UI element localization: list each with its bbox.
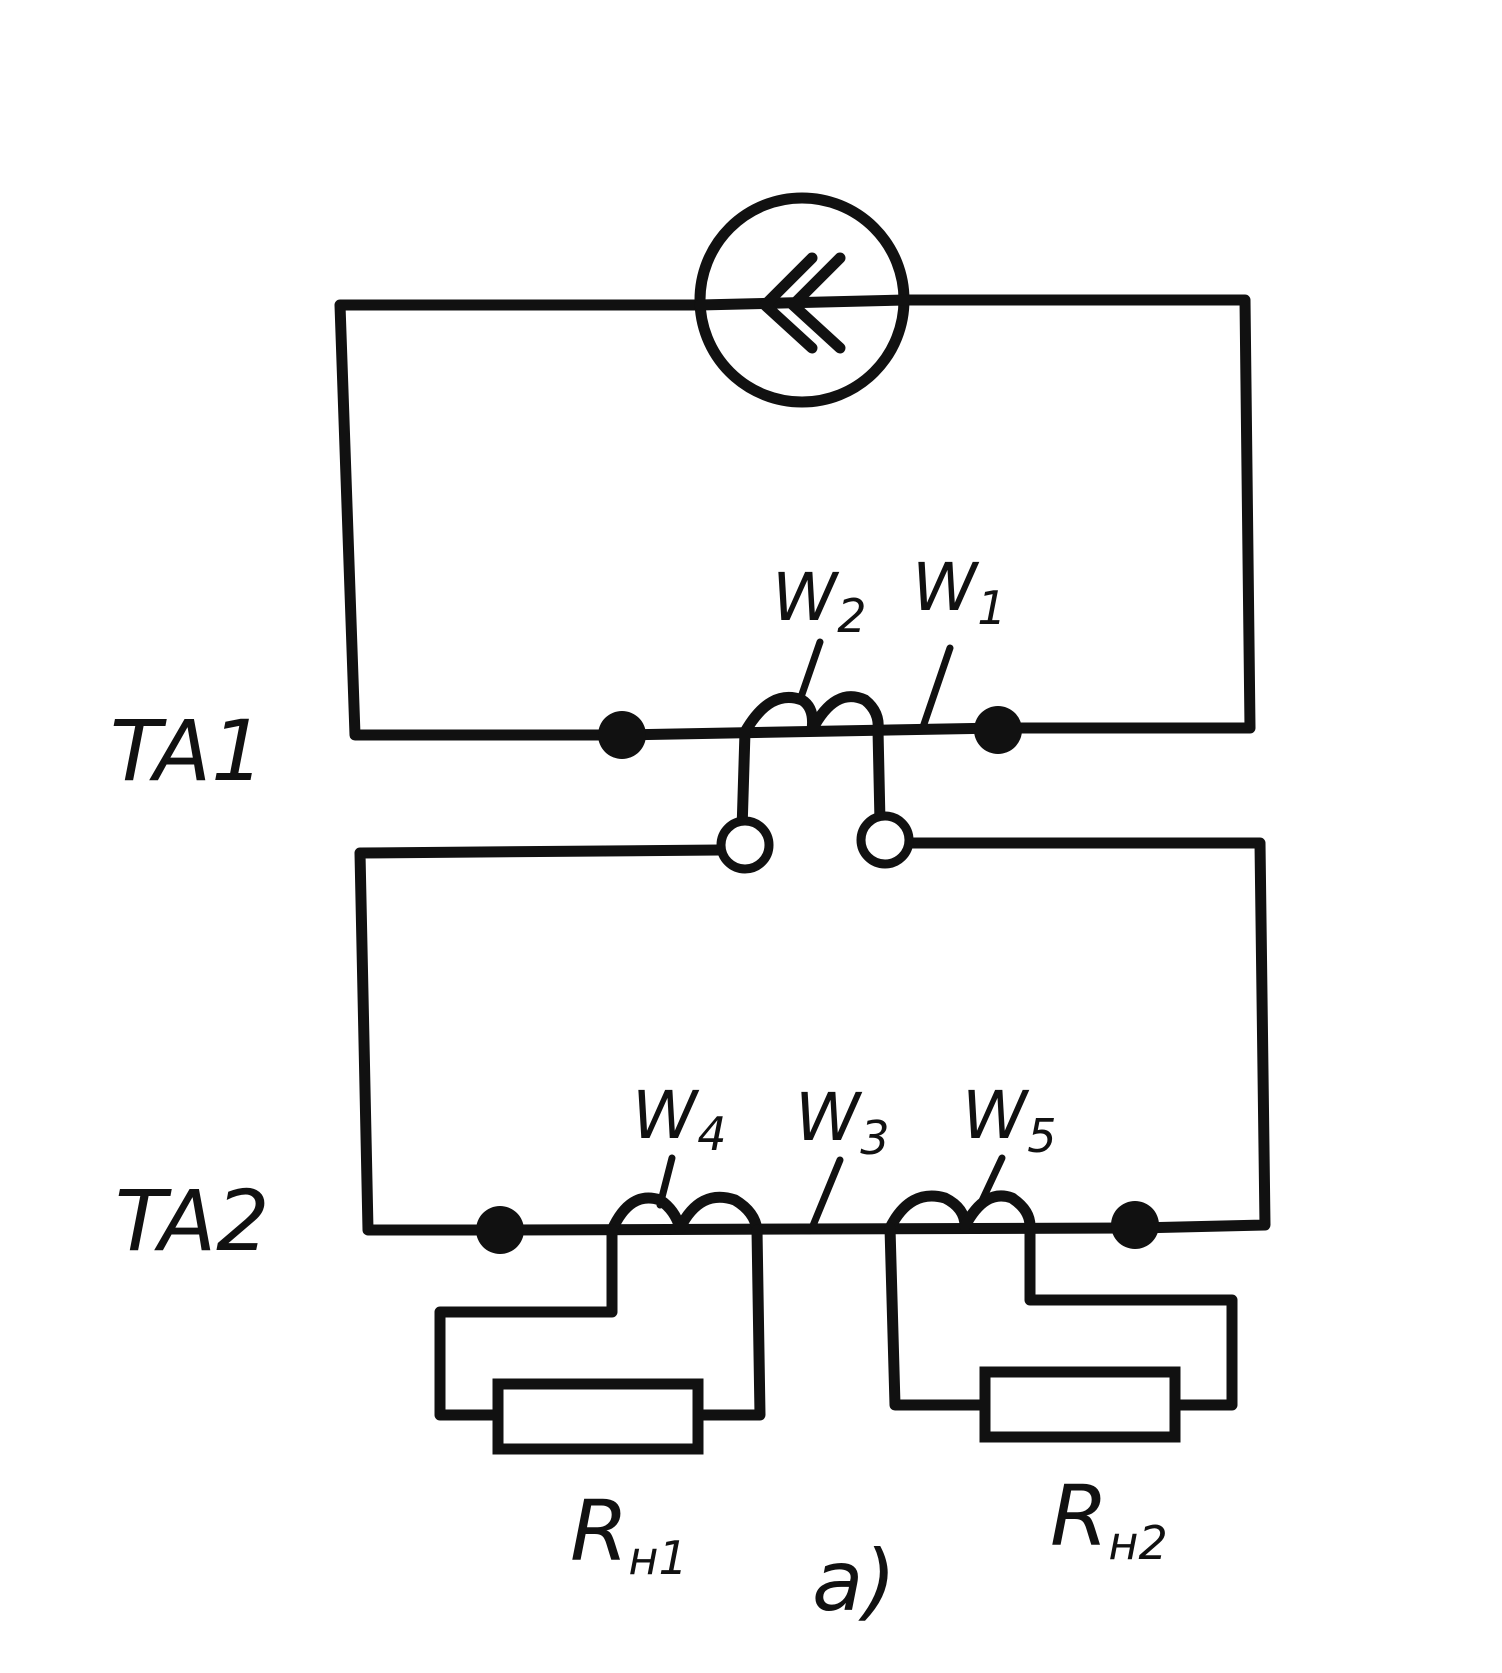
ta1-lead-left — [736, 726, 751, 836]
current-source-icon — [694, 192, 911, 408]
ta2-label: TA2 — [115, 1172, 270, 1270]
w5-winding — [884, 1190, 1036, 1234]
rh1-resistor — [492, 1378, 704, 1455]
secondary-wire-left — [354, 844, 726, 1236]
w2-leader — [796, 638, 824, 704]
w2-label: W2 — [772, 559, 867, 643]
rh2-resistor — [979, 1366, 1181, 1443]
caption-label: a) — [812, 1532, 896, 1630]
ta1-lead-right — [872, 724, 886, 828]
rh2-wire-return — [1024, 1220, 1238, 1411]
terminal-right — [856, 811, 914, 869]
w5-label: W5 — [962, 1077, 1057, 1163]
w3-leader — [808, 1156, 844, 1232]
w4-leader — [656, 1154, 676, 1209]
primary-wire-right — [899, 294, 1256, 734]
w3-label: W3 — [795, 1079, 890, 1165]
ta1-terminal-left-dot — [598, 711, 646, 759]
rh2-wire — [884, 1222, 991, 1411]
primary-loop — [334, 294, 1256, 741]
w5-leader — [976, 1154, 1006, 1209]
ta2-terminal-right-dot — [1111, 1201, 1159, 1249]
w4-label: W4 — [632, 1077, 727, 1161]
primary-wire-left — [334, 299, 706, 741]
w1-leader — [918, 644, 954, 734]
secondary-loop — [354, 837, 1271, 1236]
rh1-wire-return — [694, 1224, 766, 1421]
w1-label: W1 — [912, 549, 1007, 635]
secondary-wire-right — [899, 837, 1271, 1234]
ta2-terminal-left-dot — [476, 1206, 524, 1254]
ta1-terminal-right-dot — [974, 706, 1022, 754]
rh1-wire — [434, 1224, 618, 1421]
rh1-label: Rн1 — [570, 1482, 688, 1585]
ta1-label: TA1 — [110, 702, 265, 800]
terminal-left — [716, 816, 774, 874]
secondary-wire-through — [494, 1222, 1141, 1236]
rh2-label: Rн2 — [1050, 1467, 1168, 1570]
